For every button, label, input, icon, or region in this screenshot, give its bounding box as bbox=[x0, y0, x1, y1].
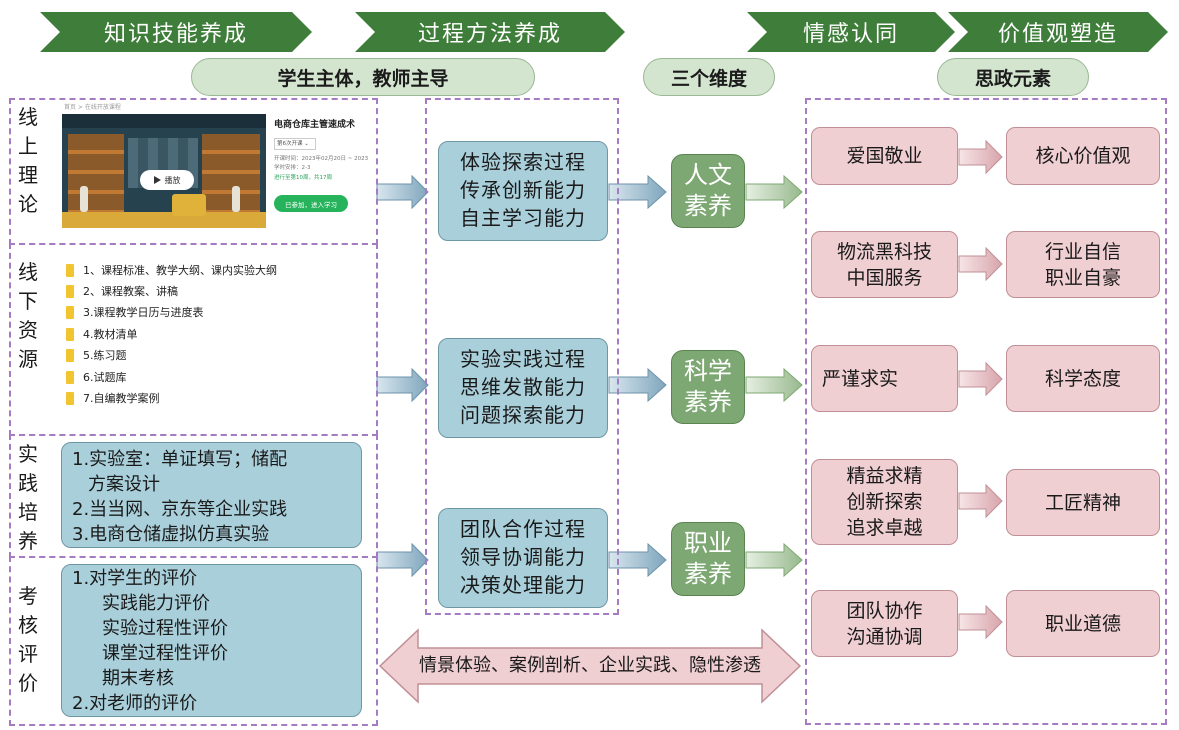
chevron-down-icon: ⌄ bbox=[304, 141, 309, 147]
bottom-double-arrow bbox=[378, 628, 802, 704]
assessment-item: 期末考核 bbox=[102, 668, 174, 689]
practice-item: 1.实验室：单证填写；储配 bbox=[72, 449, 288, 470]
file-item[interactable]: 6.试题库 bbox=[66, 369, 127, 385]
arrow-left-1 bbox=[376, 174, 429, 210]
assessment-item: 1.对学生的评价 bbox=[72, 568, 198, 589]
process-box-explore: 体验探索过程传承创新能力自主学习能力 bbox=[438, 141, 608, 241]
arrow-pink-5 bbox=[958, 604, 1003, 640]
arrow-left-2 bbox=[376, 367, 429, 403]
practice-box: 1.实验室：单证填写；储配 方案设计 2.当当网、京东等企业实践 3.电商仓储虚… bbox=[61, 442, 362, 548]
arrow-green-2 bbox=[745, 367, 803, 403]
session-select[interactable]: 第6次开课 ⌄ bbox=[274, 138, 316, 150]
practice-item: 方案设计 bbox=[88, 474, 160, 495]
element-logistics-tech: 物流黑科技中国服务 bbox=[811, 231, 958, 298]
play-icon bbox=[153, 176, 161, 184]
folder-icon bbox=[66, 391, 74, 405]
dimension-humanities: 人文素养 bbox=[671, 154, 745, 228]
header-emotional-identity: 情感认同 bbox=[747, 12, 955, 52]
folder-icon bbox=[66, 284, 74, 298]
practice-item: 3.电商仓储虚拟仿真实验 bbox=[72, 524, 270, 545]
course-time: 开课时间：2023年02月20日 ~ 2023 bbox=[274, 156, 369, 162]
process-box-teamwork: 团队合作过程领导协调能力决策处理能力 bbox=[438, 508, 608, 608]
ideological-elements-frame bbox=[805, 98, 1167, 725]
arrow-pink-1 bbox=[958, 139, 1003, 175]
folder-icon bbox=[66, 263, 74, 277]
assessment-item: 2.对老师的评价 bbox=[72, 693, 198, 714]
assessment-item: 实验过程性评价 bbox=[102, 618, 228, 639]
value-industry-confidence: 行业自信职业自豪 bbox=[1006, 231, 1160, 298]
arrow-mid-3 bbox=[608, 542, 667, 578]
value-core-values: 核心价值观 bbox=[1006, 127, 1160, 185]
label-online-theory: 线上理论 bbox=[18, 105, 38, 216]
warehouse-video-thumbnail[interactable]: 播放 bbox=[62, 114, 266, 228]
bottom-banner-text: 情景体验、案例剖析、企业实践、隐性渗透 bbox=[419, 655, 761, 676]
pill-student-teacher: 学生主体，教师主导 bbox=[191, 58, 535, 96]
file-item[interactable]: 1、课程标准、教学大纲、课内实验大纲 bbox=[66, 262, 277, 278]
file-item[interactable]: 7.自编教学案例 bbox=[66, 390, 160, 406]
element-rigor: 严谨求实 bbox=[811, 345, 958, 412]
folder-icon bbox=[66, 370, 74, 384]
folder-icon bbox=[66, 327, 74, 341]
process-frame bbox=[425, 98, 619, 615]
value-professional-ethics: 职业道德 bbox=[1006, 590, 1160, 657]
file-item[interactable]: 3.课程教学日历与进度表 bbox=[66, 304, 204, 320]
arrow-green-1 bbox=[745, 174, 803, 210]
header-knowledge-skills: 知识技能养成 bbox=[40, 12, 312, 52]
element-patriotism: 爱国敬业 bbox=[811, 127, 958, 185]
dimension-professional: 职业素养 bbox=[671, 522, 745, 596]
arrow-left-3 bbox=[376, 542, 429, 578]
join-study-button[interactable]: 已参加，进入学习 bbox=[274, 195, 348, 212]
course-breadcrumb: 首页 > 在线开放课程 bbox=[64, 104, 121, 111]
dimension-science: 科学素养 bbox=[671, 350, 745, 424]
value-scientific-attitude: 科学态度 bbox=[1006, 345, 1160, 412]
arrow-mid-2 bbox=[608, 367, 667, 403]
file-item[interactable]: 4.教材清单 bbox=[66, 326, 138, 342]
course-progress: 进行至第10周，共17周 bbox=[274, 175, 332, 181]
play-label: 播放 bbox=[164, 175, 181, 185]
arrow-green-3 bbox=[745, 542, 803, 578]
assessment-box: 1.对学生的评价 实践能力评价 实验过程性评价 课堂过程性评价 期末考核 2.对… bbox=[61, 564, 362, 717]
folder-icon bbox=[66, 305, 74, 319]
header-values: 价值观塑造 bbox=[948, 12, 1168, 52]
assessment-item: 课堂过程性评价 bbox=[102, 643, 228, 664]
arrow-pink-3 bbox=[958, 361, 1003, 397]
file-item[interactable]: 5.练习题 bbox=[66, 347, 127, 363]
course-hours: 学时安排：2-3 bbox=[274, 165, 311, 171]
play-button[interactable]: 播放 bbox=[140, 170, 194, 190]
course-title: 电商仓库主管速成术 bbox=[274, 120, 356, 130]
value-craftsmanship: 工匠精神 bbox=[1006, 469, 1160, 536]
element-excellence: 精益求精创新探索追求卓越 bbox=[811, 459, 958, 545]
arrow-pink-2 bbox=[958, 246, 1003, 282]
process-box-experiment: 实验实践过程思维发散能力问题探索能力 bbox=[438, 338, 608, 438]
label-offline-resources: 线下资源 bbox=[18, 260, 38, 371]
label-practice: 实践培养 bbox=[18, 442, 38, 553]
folder-icon bbox=[66, 348, 74, 362]
header-process-methods: 过程方法养成 bbox=[355, 12, 625, 52]
practice-item: 2.当当网、京东等企业实践 bbox=[72, 499, 288, 520]
online-course-card: 首页 > 在线开放课程 播放 电商仓库主管速成术 第6次开课 ⌄ 开课时间：20… bbox=[60, 100, 369, 232]
file-item[interactable]: 2、课程教案、讲稿 bbox=[66, 283, 178, 299]
arrow-pink-4 bbox=[958, 483, 1003, 519]
assessment-frame bbox=[9, 556, 378, 726]
arrow-mid-1 bbox=[608, 174, 667, 210]
element-teamwork: 团队协作沟通协调 bbox=[811, 590, 958, 657]
pill-three-dimensions: 三个维度 bbox=[643, 58, 775, 96]
label-assessment: 考核评价 bbox=[18, 584, 38, 695]
assessment-item: 实践能力评价 bbox=[102, 593, 210, 614]
pill-ideological-elements: 思政元素 bbox=[937, 58, 1089, 96]
